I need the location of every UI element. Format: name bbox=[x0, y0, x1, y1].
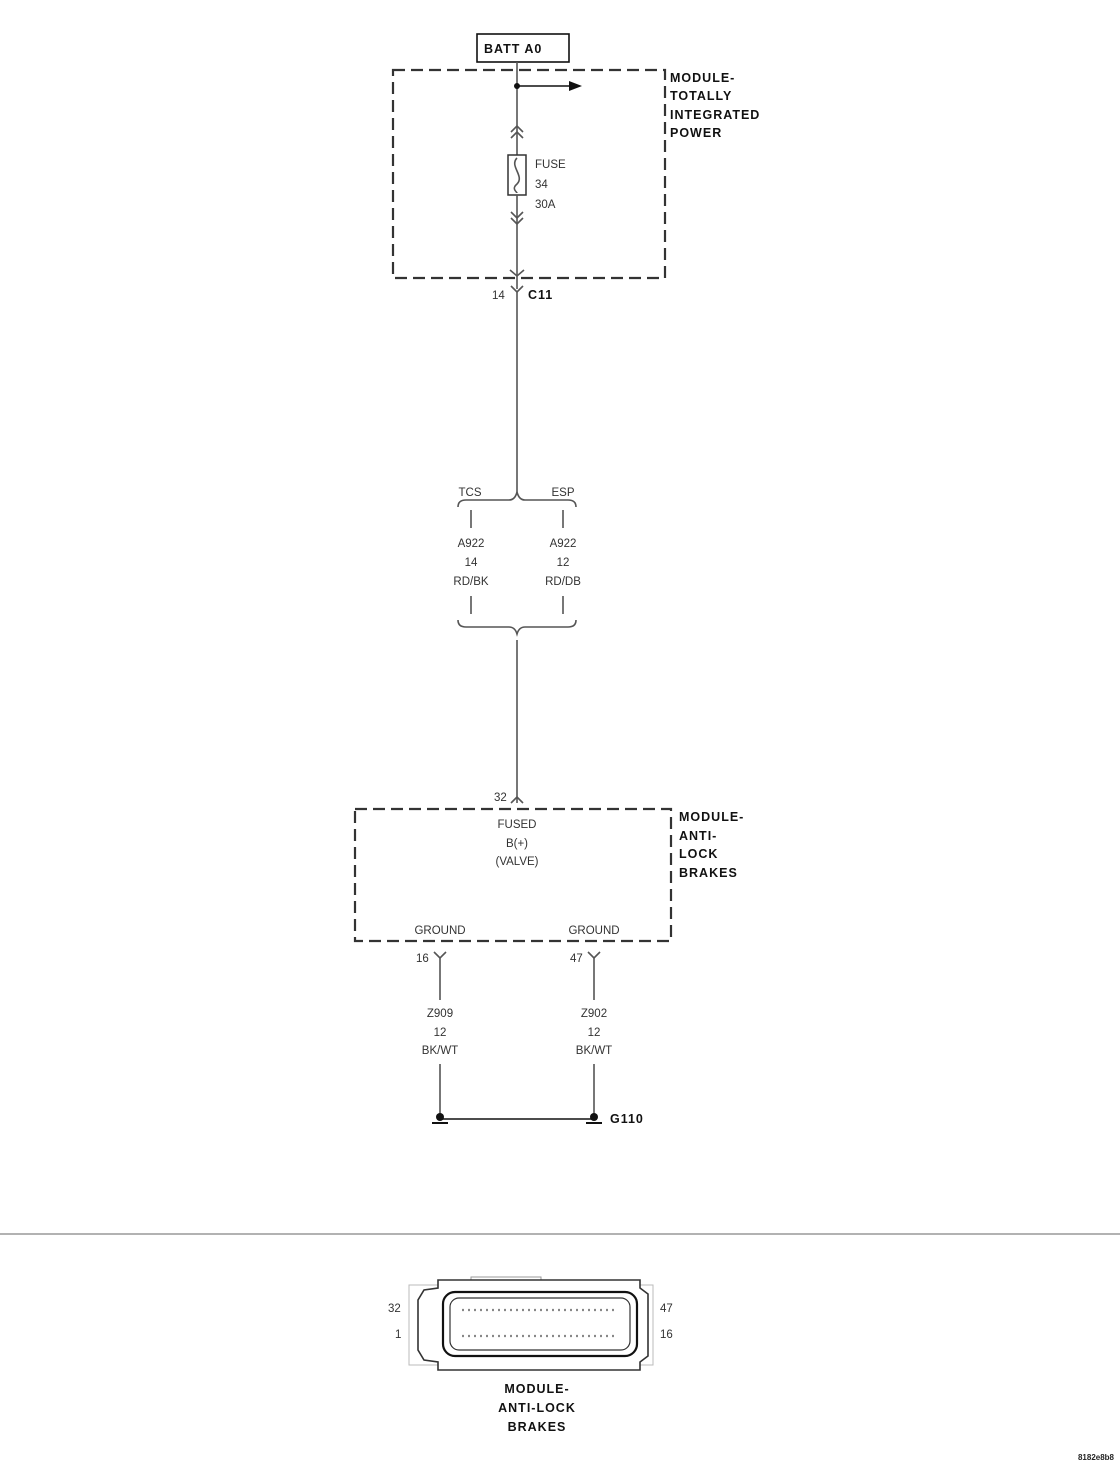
connector-pin-bottom-right: 16 bbox=[660, 1329, 673, 1341]
svg-text:MODULE-: MODULE- bbox=[679, 810, 744, 824]
ground-label-left: GROUND bbox=[414, 925, 465, 937]
c11-name: C11 bbox=[528, 288, 553, 302]
svg-text:BRAKES: BRAKES bbox=[679, 866, 738, 880]
connector-pin-top-left: 32 bbox=[388, 1303, 401, 1315]
top-brace bbox=[457, 491, 577, 508]
svg-text:A922: A922 bbox=[550, 538, 577, 550]
abs-module-box bbox=[353, 807, 673, 943]
c11-pin: 14 bbox=[492, 290, 505, 302]
z909-label: Z909 12 BK/WT bbox=[422, 1008, 458, 1057]
abs-function-label: FUSED B(+) (VALVE) bbox=[495, 819, 538, 868]
connector-title: MODULE- ANTI-LOCK BRAKES bbox=[498, 1382, 576, 1434]
abs-module-title: MODULE- ANTI- LOCK BRAKES bbox=[679, 810, 744, 880]
svg-text:RD/BK: RD/BK bbox=[453, 576, 488, 588]
fuse-element bbox=[513, 157, 521, 194]
svg-text:TOTALLY: TOTALLY bbox=[670, 89, 732, 103]
svg-text:MODULE-: MODULE- bbox=[504, 1382, 569, 1396]
svg-text:Z909: Z909 bbox=[427, 1008, 453, 1020]
svg-text:BRAKES: BRAKES bbox=[508, 1420, 567, 1434]
ground-left-connector-icon bbox=[433, 951, 447, 960]
ground-point-label: G110 bbox=[610, 1112, 644, 1126]
chevron-up-icon bbox=[510, 124, 524, 139]
ground-label-right: GROUND bbox=[568, 925, 619, 937]
abs-pin-connector-icon bbox=[510, 795, 524, 804]
connector-pin-bottom-left: 1 bbox=[395, 1329, 401, 1341]
ground-right-connector-icon bbox=[587, 951, 601, 960]
tip-module-box bbox=[391, 68, 667, 280]
svg-text:12: 12 bbox=[557, 557, 570, 569]
figure-id: 8182e8b8 bbox=[1078, 1453, 1115, 1462]
z902-label: Z902 12 BK/WT bbox=[576, 1008, 612, 1057]
connector-pin-top-right: 47 bbox=[660, 1303, 673, 1315]
svg-text:INTEGRATED: INTEGRATED bbox=[670, 108, 760, 122]
battery-label: BATT A0 bbox=[484, 42, 542, 56]
svg-text:BK/WT: BK/WT bbox=[576, 1045, 612, 1057]
svg-text:RD/DB: RD/DB bbox=[545, 576, 581, 588]
ground-symbol-icon bbox=[432, 1113, 602, 1124]
svg-text:A922: A922 bbox=[458, 538, 485, 550]
svg-text:BK/WT: BK/WT bbox=[422, 1045, 458, 1057]
branch-arrow-icon bbox=[569, 81, 582, 91]
svg-text:12: 12 bbox=[588, 1027, 601, 1039]
arrow-down-icon bbox=[509, 269, 525, 278]
svg-text:ANTI-: ANTI- bbox=[679, 829, 717, 843]
tip-module-title: MODULE- TOTALLY INTEGRATED POWER bbox=[670, 71, 760, 140]
svg-text:POWER: POWER bbox=[670, 126, 722, 140]
esp-label: ESP bbox=[551, 487, 574, 499]
svg-text:30A: 30A bbox=[535, 199, 556, 211]
svg-text:14: 14 bbox=[465, 557, 478, 569]
fuse-label: FUSE 34 30A bbox=[535, 159, 566, 211]
ground-left-pin: 16 bbox=[416, 953, 429, 965]
bottom-brace bbox=[457, 619, 577, 637]
svg-text:FUSE: FUSE bbox=[535, 159, 566, 171]
tcs-wire-label: A922 14 RD/BK bbox=[453, 538, 488, 588]
svg-text:ANTI-LOCK: ANTI-LOCK bbox=[498, 1401, 576, 1415]
svg-text:LOCK: LOCK bbox=[679, 847, 718, 861]
svg-text:(VALVE): (VALVE) bbox=[495, 856, 538, 868]
svg-text:FUSED: FUSED bbox=[498, 819, 537, 831]
svg-text:34: 34 bbox=[535, 179, 548, 191]
svg-text:Z902: Z902 bbox=[581, 1008, 607, 1020]
battery-box bbox=[476, 33, 570, 63]
svg-text:MODULE-: MODULE- bbox=[670, 71, 735, 85]
svg-text:B(+): B(+) bbox=[506, 838, 528, 850]
abs-pin: 32 bbox=[494, 792, 507, 804]
ground-right-pin: 47 bbox=[570, 953, 583, 965]
chevron-down-icon bbox=[510, 211, 524, 226]
esp-wire-label: A922 12 RD/DB bbox=[545, 538, 581, 588]
tcs-label: TCS bbox=[459, 487, 482, 499]
fuse-symbol-icon bbox=[507, 154, 527, 196]
abs-connector-face-icon bbox=[408, 1276, 654, 1371]
svg-text:12: 12 bbox=[434, 1027, 447, 1039]
